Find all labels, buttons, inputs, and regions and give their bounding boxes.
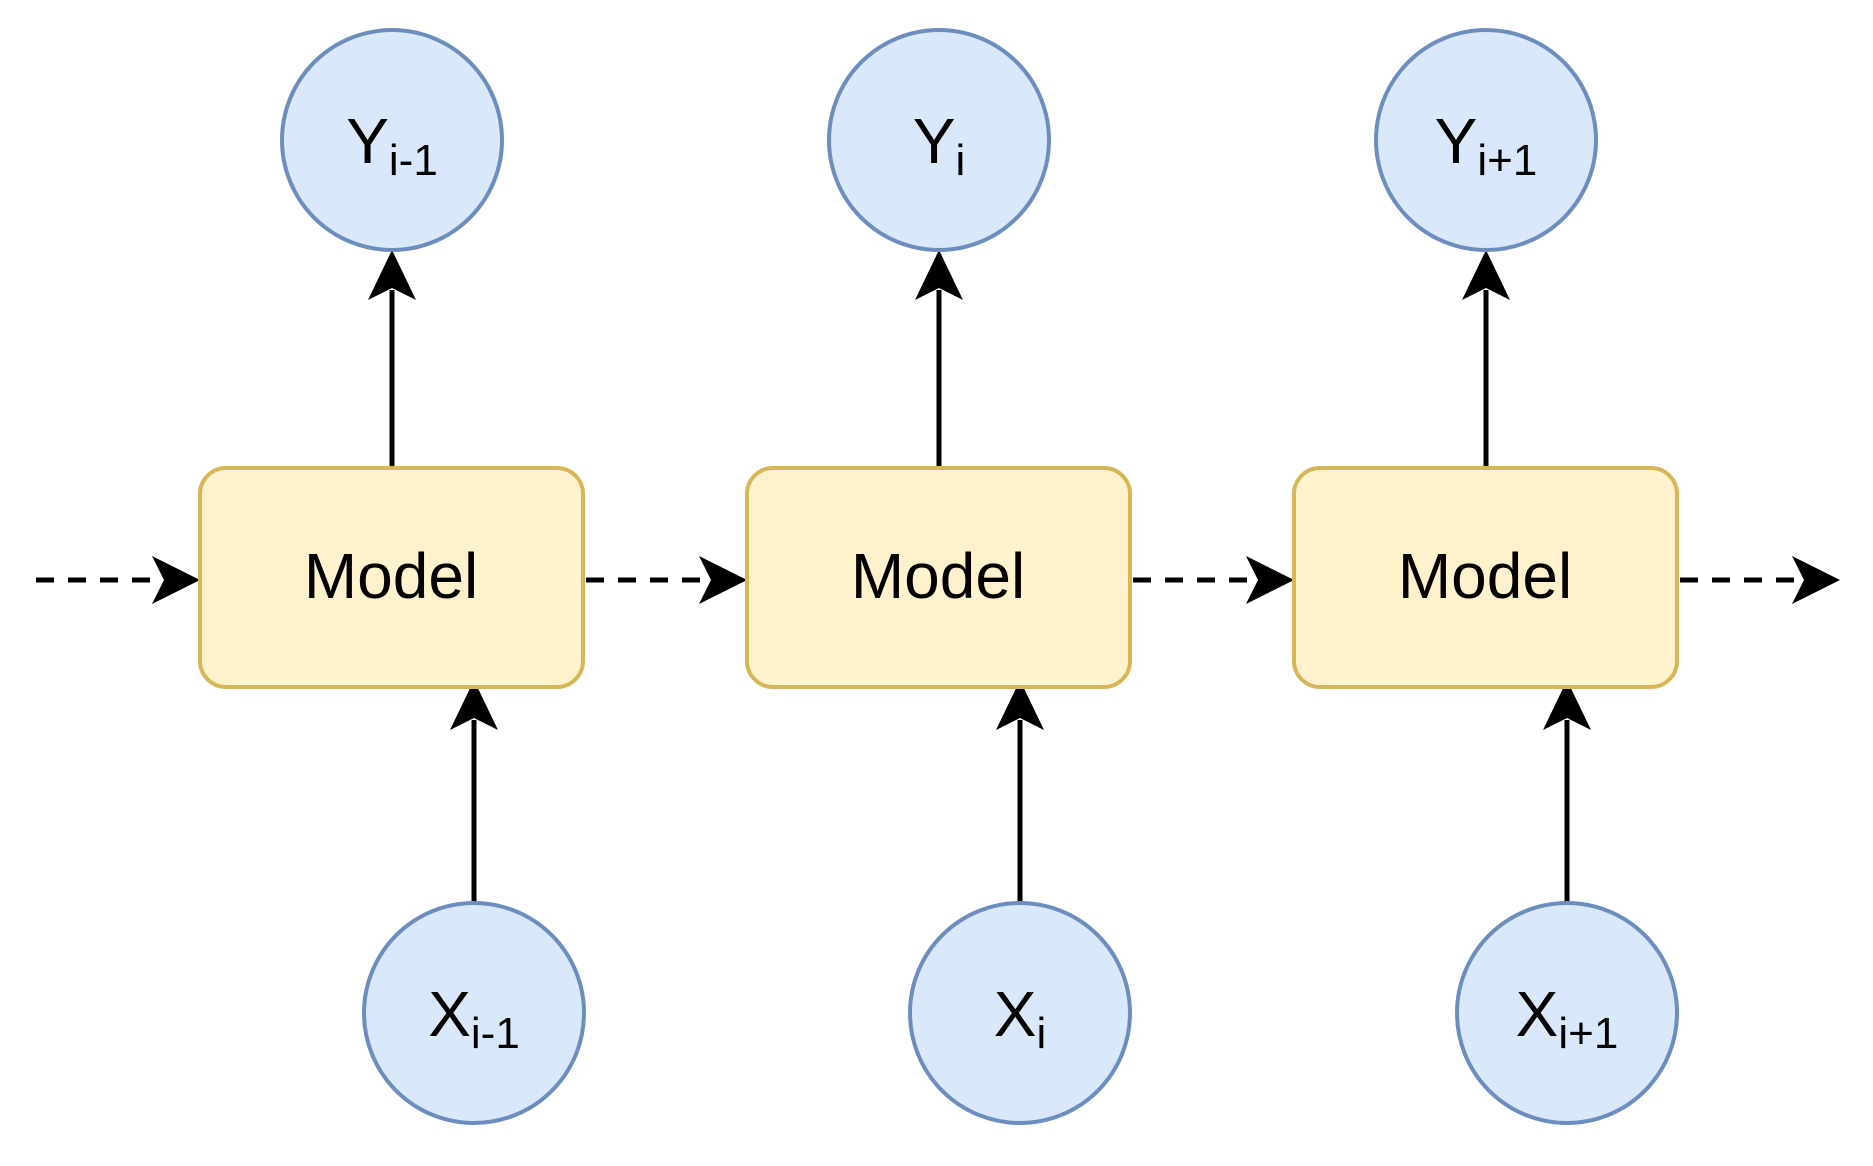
input-arrowhead-2 [996, 680, 1044, 730]
input-sub-1: i-1 [471, 1009, 520, 1058]
outgoing-state-arrowhead [1792, 556, 1840, 604]
state-arrowhead-2-3 [1246, 556, 1294, 604]
input-node-x-prev [362, 901, 586, 1125]
input-base-2: X [994, 978, 1037, 1050]
input-node-x-next [1455, 901, 1679, 1125]
output-node-y-next [1374, 28, 1598, 252]
input-arrowhead-3 [1543, 680, 1591, 730]
model-box-3 [1292, 466, 1679, 689]
step-1: Model Yi-1 Xi-1 [198, 28, 586, 1125]
recurrent-connections [36, 556, 1840, 604]
input-node-x-prev-label: Xi-1 [428, 978, 520, 1058]
output-arrowhead-1 [368, 250, 416, 300]
input-arrowhead-1 [450, 680, 498, 730]
output-base-1: Y [346, 105, 389, 177]
state-arrowhead-1-2 [699, 556, 747, 604]
output-arrowhead-2 [915, 250, 963, 300]
input-node-x-next-label: Xi+1 [1516, 978, 1619, 1058]
output-node-y-current [827, 28, 1051, 252]
model-label-1: Model [304, 540, 478, 612]
output-arrowhead-3 [1462, 250, 1510, 300]
model-label-3: Model [1398, 540, 1572, 612]
output-node-y-prev [280, 28, 504, 252]
output-node-y-current-label: Yi [913, 105, 965, 185]
input-sub-2: i [1036, 1009, 1046, 1058]
output-sub-3: i+1 [1477, 136, 1537, 185]
input-sub-3: i+1 [1558, 1009, 1618, 1058]
output-base-3: Y [1435, 105, 1478, 177]
output-sub-1: i-1 [389, 136, 438, 185]
output-node-y-next-label: Yi+1 [1435, 105, 1538, 185]
incoming-state-arrowhead [152, 556, 200, 604]
input-node-x-current-label: Xi [994, 978, 1046, 1058]
input-base-3: X [1516, 978, 1559, 1050]
model-box-2 [745, 466, 1132, 689]
input-base-1: X [428, 978, 471, 1050]
output-base-2: Y [913, 105, 956, 177]
step-2: Model Yi Xi [745, 28, 1132, 1125]
model-box-1 [198, 466, 585, 689]
step-3: Model Yi+1 Xi+1 [1292, 28, 1679, 1125]
output-node-y-prev-label: Yi-1 [346, 105, 438, 185]
input-node-x-current [908, 901, 1132, 1125]
model-label-2: Model [851, 540, 1025, 612]
output-sub-2: i [955, 136, 965, 185]
